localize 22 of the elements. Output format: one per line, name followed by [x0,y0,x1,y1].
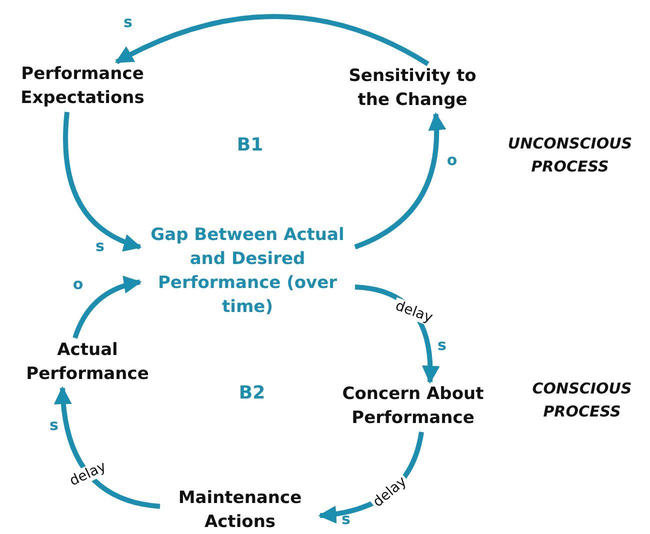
node-label: Gap Between Actual and Desired Performance (over time) [150,224,346,319]
arrow [54,386,160,509]
polarity-sign: o [446,150,458,171]
polarity-sign: o [72,274,84,295]
node-label: Sensitivity to the Change [348,65,478,112]
note-text: CONSCIOUS PROCESS [531,378,633,422]
node-label: Performance Expectations [20,63,146,110]
arrow [63,112,142,251]
loop-label: B1 [236,134,264,158]
node-label: Actual Performance [25,339,150,386]
polarity-sign: s [96,236,104,257]
node-label: Concern About Performance [341,383,485,430]
polarity-sign: s [124,12,132,33]
arrow [115,14,430,66]
polarity-sign: s [438,334,446,356]
polarity-sign: s [342,508,350,530]
note-text: UNCONSCIOUS PROCESS [506,134,634,177]
loop-label: B2 [238,382,266,406]
arrow [354,112,446,250]
arrow [72,276,142,339]
polarity-sign: s [50,414,58,436]
node-label: Maintenance Actions [177,487,303,534]
